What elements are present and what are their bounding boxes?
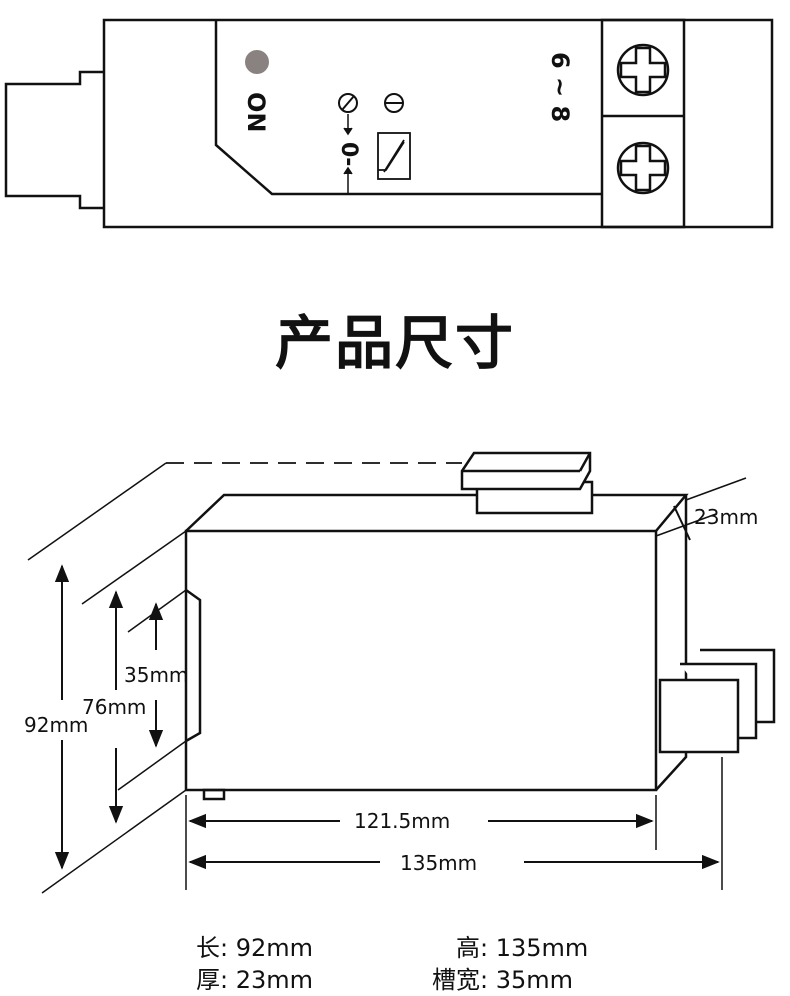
signal-arrow bbox=[343, 114, 353, 194]
dim-length-inner: 121.5mm bbox=[354, 809, 450, 833]
adjust-screw-icon bbox=[384, 93, 404, 113]
front-view bbox=[4, 18, 774, 229]
terminal-screw bbox=[616, 141, 670, 195]
on-label: ON bbox=[242, 92, 270, 133]
terminal-block bbox=[600, 18, 686, 229]
dim-height-mid: 76mm bbox=[82, 695, 146, 719]
adjust-screw-icon bbox=[338, 93, 358, 113]
dim-depth: 23mm bbox=[694, 505, 758, 529]
module-body bbox=[102, 18, 774, 229]
transmitter-symbol-icon bbox=[377, 132, 411, 180]
side-terminal-block bbox=[658, 648, 776, 754]
page-title: 产品尺寸 bbox=[274, 309, 515, 377]
terminal-screw bbox=[616, 43, 670, 97]
terminal-range-label: 6 ~ 8 bbox=[546, 52, 574, 122]
spec-height: 高: 135mm bbox=[456, 934, 589, 962]
label-panel bbox=[214, 20, 602, 196]
din-clip bbox=[4, 70, 104, 210]
dim-height-slot: 35mm bbox=[124, 663, 188, 687]
power-led bbox=[245, 50, 269, 74]
zero-label: 0- bbox=[336, 142, 361, 166]
spec-length: 长: 92mm bbox=[196, 934, 314, 962]
spec-thickness: 厚: 23mm bbox=[196, 966, 314, 994]
dimension-arrows bbox=[54, 505, 720, 870]
spec-slot-width: 槽宽: 35mm bbox=[432, 966, 574, 994]
dim-height-total: 92mm bbox=[24, 713, 88, 737]
top-terminal-block bbox=[460, 451, 594, 515]
dim-length-total: 135mm bbox=[400, 851, 477, 875]
module-3d-outline bbox=[184, 493, 689, 801]
